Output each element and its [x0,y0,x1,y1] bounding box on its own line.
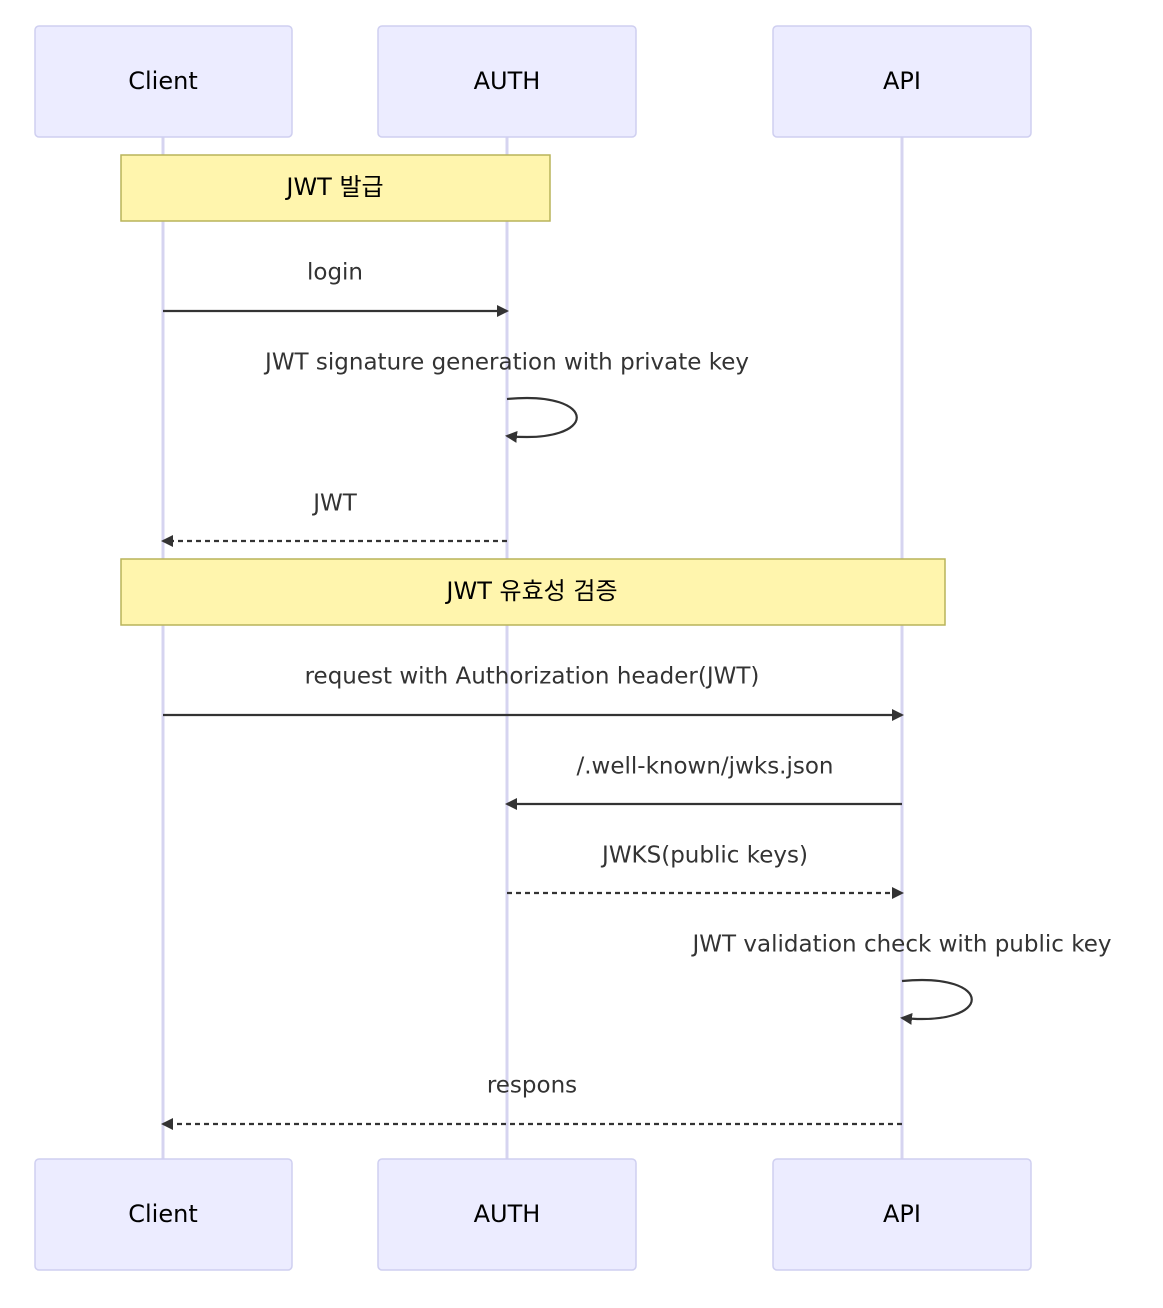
actor-api-label: API [883,67,921,95]
message-jwt-label: JWT [311,491,358,517]
note-jwt-issue-label: JWT 발급 [284,173,383,201]
message-jwks-response-label: JWKS(public keys) [600,843,808,869]
actor-client-bottom: Client [34,1158,293,1271]
actor-api-top: API [772,25,1032,138]
actor-client-bottom-label: Client [128,1200,197,1228]
actor-auth-top: AUTH [377,25,637,138]
note-jwt-issue: JWT 발급 [120,154,551,222]
note-jwt-validate-label: JWT 유효성 검증 [444,577,617,605]
actor-client-top: Client [34,25,293,138]
message-response-label: respons [487,1073,577,1099]
message-verify-loop-arrow [900,978,973,1025]
actor-auth-bottom: AUTH [377,1158,637,1271]
actor-api-bottom-label: API [883,1200,921,1228]
actor-api-bottom: API [772,1158,1032,1271]
message-request-label: request with Authorization header(JWT) [305,664,760,690]
message-sign-label: JWT signature generation with private ke… [263,350,749,376]
message-login-label: login [307,260,363,286]
note-jwt-validate: JWT 유효성 검증 [120,558,946,626]
actor-auth-bottom-label: AUTH [474,1200,541,1228]
actor-auth-label: AUTH [474,67,541,95]
message-jwks-fetch-label: /.well-known/jwks.json [576,754,833,780]
message-sign-loop-arrow [505,396,578,443]
actor-client-label: Client [128,67,197,95]
message-verify-label: JWT validation check with public key [691,932,1112,958]
